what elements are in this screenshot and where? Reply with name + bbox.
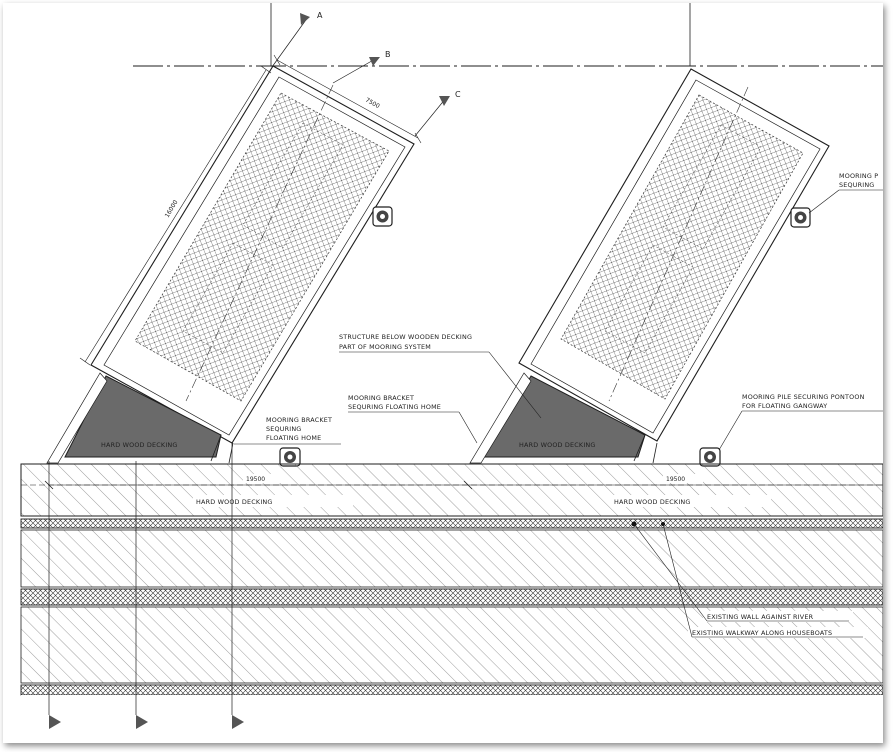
label-mooring-bracket-center-1: MOORING BRACKET bbox=[348, 394, 414, 402]
dimension-width-label: 7500 bbox=[364, 97, 381, 111]
callout-mooring-bracket-center: MOORING BRACKET SEQURING FLOATING HOME bbox=[348, 394, 478, 444]
existing-wall-strip bbox=[20, 518, 883, 529]
mooring-pile-icon bbox=[790, 207, 811, 228]
existing-walkway-band bbox=[20, 529, 883, 588]
existing-wall-strip-middle bbox=[20, 588, 883, 606]
callout-existing-walkway: EXISTING WALKWAY ALONG HOUSEBOATS bbox=[661, 522, 863, 638]
label-existing-walkway: EXISTING WALKWAY ALONG HOUSEBOATS bbox=[692, 629, 832, 637]
dimension-run-left: 19500 bbox=[246, 476, 265, 483]
section-arrow-icon bbox=[232, 715, 244, 729]
section-arrow-icon bbox=[136, 715, 148, 729]
label-structure-below-2: PART OF MOORING SYSTEM bbox=[339, 343, 431, 351]
section-marker-a: A bbox=[271, 11, 323, 68]
houseboat-left bbox=[46, 65, 415, 464]
section-marker-b-label: B bbox=[385, 50, 391, 59]
label-mooring-pile-right-1: MOORING PILE SECURING PONTOON bbox=[742, 393, 865, 401]
deck-mesh-right bbox=[560, 94, 804, 400]
label-mooring-bracket-center-2: SEQURING FLOATING HOME bbox=[348, 403, 441, 411]
section-marker-c-label: C bbox=[455, 90, 461, 99]
callout-mooring-pile-edge: MOORING P SEQURING bbox=[808, 172, 883, 214]
label-structure-below-1: STRUCTURE BELOW WOODEN DECKING bbox=[339, 333, 472, 341]
label-mooring-bracket-left-2: SEQURING bbox=[266, 425, 301, 433]
houseboat-right bbox=[469, 68, 830, 464]
label-decking-band-left: HARD WOOD DECKING bbox=[196, 498, 273, 506]
section-marker-b: B bbox=[332, 50, 391, 84]
drawing-frame: 7500 16000 A B C bbox=[3, 3, 883, 743]
label-decking-band-right: HARD WOOD DECKING bbox=[614, 498, 691, 506]
mooring-pile-icon bbox=[372, 206, 393, 227]
callout-mooring-pile-right: MOORING PILE SECURING PONTOON FOR FLOATI… bbox=[718, 393, 883, 451]
dimension-length-label: 16000 bbox=[164, 199, 180, 219]
section-marker-c: C bbox=[414, 90, 461, 137]
label-decking-triangle-left: HARD WOOD DECKING bbox=[101, 441, 178, 449]
section-arrow-icon bbox=[439, 96, 450, 106]
dimension-run-right: 19500 bbox=[666, 476, 685, 483]
label-mooring-pile-edge-1: MOORING P bbox=[839, 172, 878, 180]
callout-existing-wall: EXISTING WALL AGAINST RIVER bbox=[631, 521, 849, 622]
section-marker-a-label: A bbox=[317, 11, 323, 20]
callout-structure-below: STRUCTURE BELOW WOODEN DECKING PART OF M… bbox=[339, 333, 542, 419]
label-mooring-bracket-left-3: FLOATING HOME bbox=[266, 434, 321, 442]
mooring-pile-icon bbox=[699, 447, 721, 467]
section-arrow-icon bbox=[369, 57, 380, 66]
callout-mooring-bracket-left: MOORING BRACKET SEQURING FLOATING HOME bbox=[234, 416, 341, 445]
label-mooring-pile-edge-2: SEQURING bbox=[839, 181, 874, 189]
hard-wood-decking-triangle-left bbox=[64, 375, 222, 458]
hard-wood-decking-band bbox=[20, 463, 883, 517]
quay-section bbox=[20, 463, 883, 743]
label-decking-triangle-right: HARD WOOD DECKING bbox=[519, 441, 596, 449]
label-mooring-bracket-left-1: MOORING BRACKET bbox=[266, 416, 332, 424]
site-plan-drawing: 7500 16000 A B C bbox=[20, 3, 883, 743]
section-arrow-icon bbox=[300, 13, 310, 25]
existing-wall-strip-bottom bbox=[20, 684, 883, 696]
label-mooring-pile-right-2: FOR FLOATING GANGWAY bbox=[742, 402, 827, 410]
deck-mesh-left bbox=[134, 92, 390, 402]
label-existing-wall: EXISTING WALL AGAINST RIVER bbox=[707, 613, 814, 621]
mooring-pile-icon bbox=[279, 447, 301, 467]
section-arrow-icon bbox=[49, 715, 61, 729]
